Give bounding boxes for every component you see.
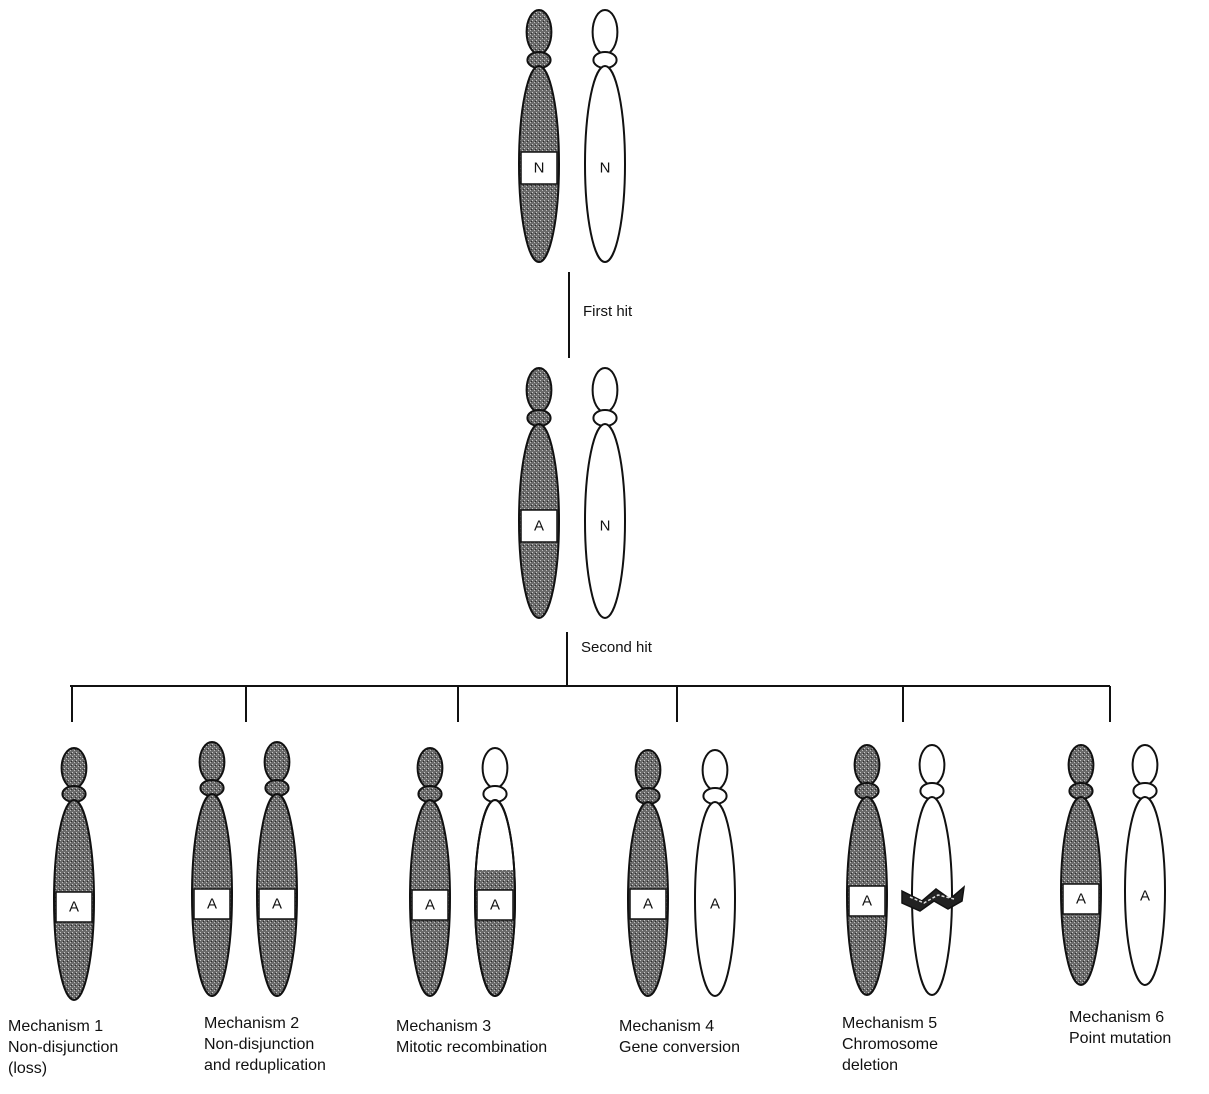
- allele-label: A: [1076, 891, 1086, 908]
- top-left-chromosome: N: [519, 10, 559, 262]
- p-arm: [62, 748, 87, 788]
- mechanism-1-caption: Mechanism 1 Non-disjunction (loss): [8, 1016, 118, 1079]
- top-right-chromosome: N: [585, 10, 625, 262]
- p-arm: [593, 368, 618, 412]
- allele-label: A: [272, 896, 282, 913]
- mechanism-6-desc: Point mutation: [1069, 1028, 1171, 1049]
- allele-label: N: [600, 160, 611, 177]
- mechanism-3-title: Mechanism 3: [396, 1016, 547, 1037]
- mechanism-2-title: Mechanism 2: [204, 1013, 326, 1034]
- mechanism-3-desc: Mitotic recombination: [396, 1037, 547, 1058]
- p-arm: [483, 748, 508, 788]
- mech2-chromosome-b: A: [257, 742, 297, 996]
- allele-label: A: [69, 899, 79, 916]
- first-hit-label: First hit: [583, 303, 632, 320]
- mech1-chromosome-a: A: [54, 748, 94, 1000]
- mech4-chromosome-b: A: [695, 750, 735, 996]
- p-arm: [418, 748, 443, 788]
- mechanism-6-caption: Mechanism 6 Point mutation: [1069, 1007, 1171, 1049]
- allele-label: A: [862, 893, 872, 910]
- mechanism-5-desc: Chromosome: [842, 1034, 938, 1055]
- mechanism-4-desc: Gene conversion: [619, 1037, 740, 1058]
- p-arm: [1133, 745, 1158, 785]
- middle-left-chromosome: A: [519, 368, 559, 618]
- allele-label: A: [207, 896, 217, 913]
- allele-label: N: [534, 160, 545, 177]
- allele-label: A: [490, 897, 500, 914]
- allele-label: A: [643, 896, 653, 913]
- mech5-chromosome-b: [902, 745, 964, 995]
- mech3-chromosome-a: A: [410, 748, 450, 996]
- p-arm: [636, 750, 661, 790]
- mechanism-2-desc: Non-disjunction: [204, 1034, 326, 1055]
- mechanism-5-desc-2: deletion: [842, 1055, 938, 1076]
- second-hit-label: Second hit: [581, 639, 652, 656]
- allele-label: A: [425, 897, 435, 914]
- allele-label: A: [1140, 888, 1150, 905]
- p-arm: [200, 742, 225, 782]
- mechanism-4-title: Mechanism 4: [619, 1016, 740, 1037]
- middle-right-chromosome: N: [585, 368, 625, 618]
- mechanism-1-desc: Non-disjunction: [8, 1037, 118, 1058]
- mechanism-3-caption: Mechanism 3 Mitotic recombination: [396, 1016, 547, 1058]
- p-arm: [703, 750, 728, 790]
- p-arm: [855, 745, 880, 785]
- mechanism-6-title: Mechanism 6: [1069, 1007, 1171, 1028]
- p-arm: [920, 745, 945, 785]
- p-arm: [1069, 745, 1094, 785]
- allele-label: A: [534, 518, 544, 535]
- mechanism-1-desc-2: (loss): [8, 1058, 118, 1079]
- mechanism-2-caption: Mechanism 2 Non-disjunction and reduplic…: [204, 1013, 326, 1076]
- allele-label: A: [710, 896, 720, 913]
- mech3-chromosome-b: A: [475, 748, 515, 996]
- mechanism-2-desc-2: and reduplication: [204, 1055, 326, 1076]
- chromosomes: N N A N A A A A A A A A A A: [54, 10, 1165, 1000]
- allele-label: N: [600, 518, 611, 535]
- p-arm: [265, 742, 290, 782]
- p-arm: [527, 368, 552, 412]
- mechanism-4-caption: Mechanism 4 Gene conversion: [619, 1016, 740, 1058]
- mech2-chromosome-a: A: [192, 742, 232, 996]
- mech6-chromosome-a: A: [1061, 745, 1101, 985]
- mechanism-1-title: Mechanism 1: [8, 1016, 118, 1037]
- p-arm: [593, 10, 618, 54]
- recombined-segment: [475, 870, 515, 996]
- mechanism-5-title: Mechanism 5: [842, 1013, 938, 1034]
- mech4-chromosome-a: A: [628, 750, 668, 996]
- mech6-chromosome-b: A: [1125, 745, 1165, 985]
- mechanism-5-caption: Mechanism 5 Chromosome deletion: [842, 1013, 938, 1076]
- mech5-chromosome-a: A: [847, 745, 887, 995]
- p-arm: [527, 10, 552, 54]
